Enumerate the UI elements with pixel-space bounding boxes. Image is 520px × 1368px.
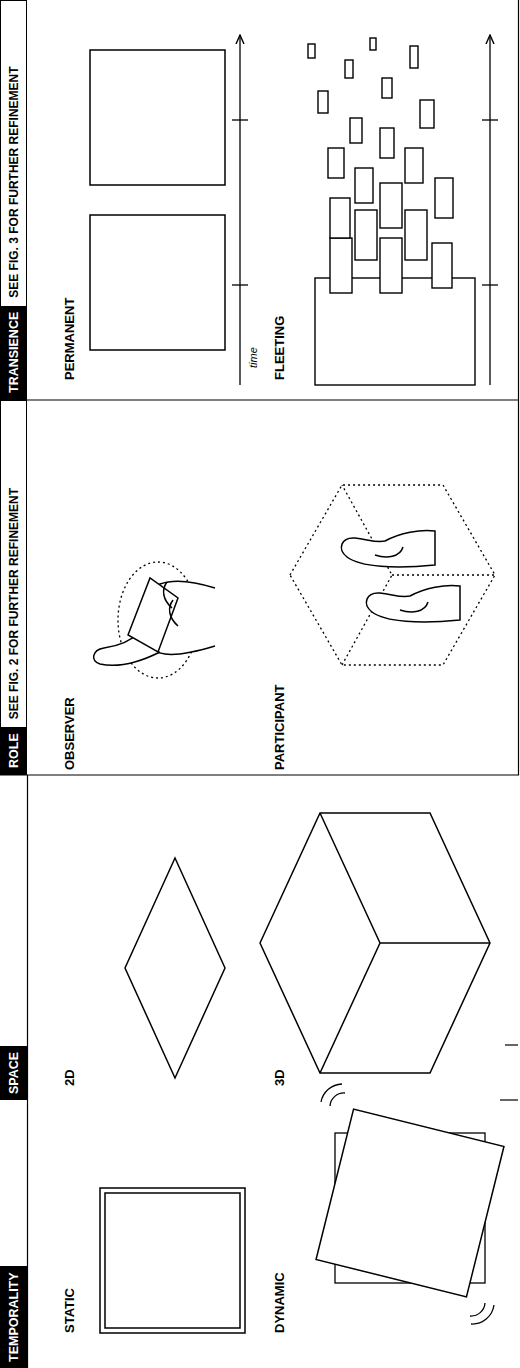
panel-divider xyxy=(0,774,519,775)
fleeting-fragment xyxy=(435,178,453,218)
participant-thumb xyxy=(375,547,403,557)
participant-hand xyxy=(341,530,435,566)
fleeting-fragment xyxy=(330,198,350,238)
section-header-tag: SPACE xyxy=(0,1046,27,1100)
section-title: TRANSIENCE xyxy=(1,306,26,399)
fleeting-fragment xyxy=(380,128,394,158)
participant-hand xyxy=(366,585,460,621)
fleeting-fragment xyxy=(308,44,315,58)
motion-arc xyxy=(470,1303,485,1316)
fleeting-fragment xyxy=(382,78,392,98)
permanent-square xyxy=(90,50,225,185)
panel-tick xyxy=(505,1044,518,1045)
section-header-box: ROLESEE FIG. 2 FOR FURTHER REFINEMENT xyxy=(0,400,27,775)
plane-rhombus xyxy=(125,858,225,1078)
fleeting-fragment xyxy=(355,210,377,260)
fleeting-fragment xyxy=(405,210,427,260)
fleeting-fragment xyxy=(432,243,452,288)
fleeting-fragments xyxy=(308,38,475,385)
section-header-tag: TEMPORALITY xyxy=(0,1266,27,1368)
participant-thumb xyxy=(400,602,428,612)
cross-reference-note: SEE FIG. 2 FOR FURTHER REFINEMENT xyxy=(7,480,21,727)
dynamic-square-rotated xyxy=(316,1109,504,1297)
axis-tick xyxy=(482,119,498,120)
panel-bottom-rule xyxy=(518,0,519,775)
fleeting-fragment xyxy=(328,148,344,178)
fleeting-fragment xyxy=(380,183,402,228)
category-label: PARTICIPANT xyxy=(272,685,287,770)
fleeting-fragment xyxy=(350,118,362,143)
fleeting-fragment xyxy=(315,278,475,385)
axis-label: time xyxy=(247,347,259,368)
participant-space-outline xyxy=(290,485,495,665)
section-title: SPACE xyxy=(0,1046,27,1100)
fleeting-fragment xyxy=(410,46,418,68)
section-title: TEMPORALITY xyxy=(0,1266,27,1368)
category-label: DYNAMIC xyxy=(272,1272,287,1333)
section-header-box: TRANSIENCESEE FIG. 3 FOR FURTHER REFINEM… xyxy=(0,0,27,400)
observer-finger xyxy=(170,600,178,626)
participant-space-edges xyxy=(342,485,495,665)
permanent-square xyxy=(90,215,225,350)
cross-reference-note: SEE FIG. 3 FOR FURTHER REFINEMENT xyxy=(7,58,21,305)
fleeting-fragment xyxy=(345,60,353,78)
category-label: 3D xyxy=(272,1069,287,1086)
category-label: PERMANENT xyxy=(62,298,77,380)
category-label: 2D xyxy=(62,1069,77,1086)
cube-inner-edges xyxy=(320,813,490,1073)
fleeting-fragment xyxy=(330,238,352,293)
axis-tick xyxy=(482,284,498,285)
handheld-tablet xyxy=(128,578,178,652)
fleeting-fragment xyxy=(355,168,373,203)
category-label: OBSERVER xyxy=(62,697,77,770)
motion-arc xyxy=(330,1093,345,1106)
category-label: STATIC xyxy=(62,1288,77,1333)
motion-arc xyxy=(471,1305,494,1324)
panel-tick xyxy=(500,1099,518,1100)
axis-tick xyxy=(232,284,248,285)
fleeting-fragment xyxy=(380,238,402,293)
fleeting-fragment xyxy=(405,148,423,183)
fleeting-fragment xyxy=(318,91,328,113)
panel-divider xyxy=(0,399,519,400)
cube-outline xyxy=(260,813,490,1073)
axis-tick xyxy=(232,119,248,120)
time-axis xyxy=(489,36,490,385)
static-square-inner xyxy=(105,1193,240,1328)
fleeting-fragment xyxy=(420,100,434,128)
fleeting-fragment xyxy=(370,38,376,50)
category-label: FLEETING xyxy=(272,316,287,380)
header-rule xyxy=(27,775,28,1368)
time-axis xyxy=(239,36,240,385)
static-square-outer xyxy=(100,1188,245,1333)
section-title: ROLE xyxy=(1,727,26,774)
motion-arc xyxy=(321,1084,342,1102)
